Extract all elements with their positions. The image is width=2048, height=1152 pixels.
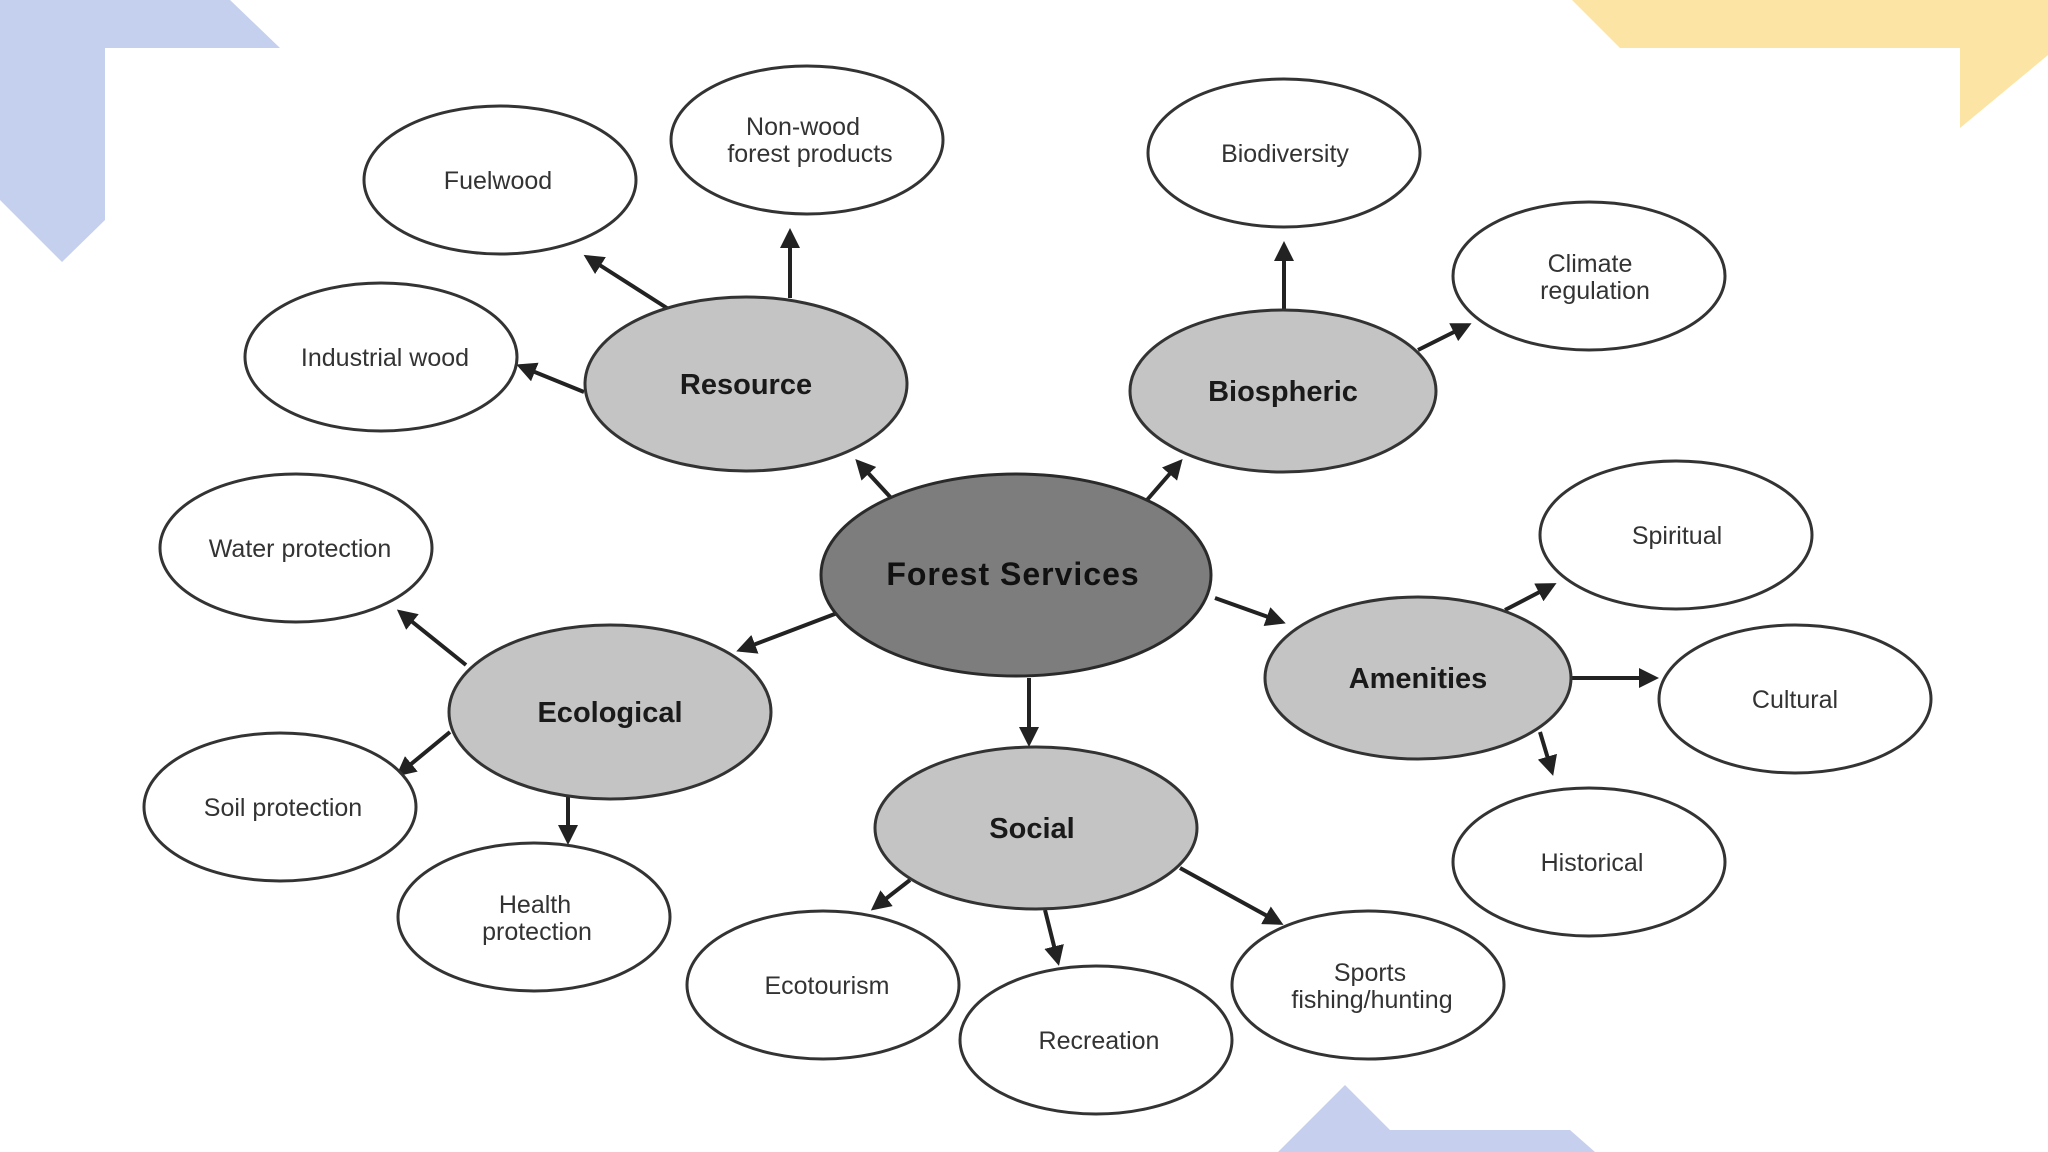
label-non-wood-line-1: Non-wood xyxy=(746,113,860,141)
label-amenities: Amenities xyxy=(1349,663,1488,695)
node-social-ellipse xyxy=(873,745,1199,911)
arrow-social-to-ecotourism xyxy=(870,878,912,911)
node-climate-regulation-ellipse xyxy=(1451,200,1727,352)
node-resource-ellipse xyxy=(583,295,909,473)
node-ecological-ellipse xyxy=(447,623,773,801)
node-fuelwood-ellipse xyxy=(362,104,638,256)
arrow-ecological-to-soil xyxy=(395,730,452,777)
node-sports-ellipse xyxy=(1230,909,1506,1061)
arrow-center-to-resource xyxy=(855,459,895,502)
label-health-line-1: Health xyxy=(499,891,571,919)
leaf-nodes xyxy=(142,64,1933,1116)
label-climate-line-1: Climate xyxy=(1548,250,1633,278)
node-amenities-ellipse xyxy=(1263,595,1573,761)
arrow-social-to-recreation xyxy=(1043,909,1064,966)
diagram-labels: Forest Services Resource Biospheric Ecol… xyxy=(204,113,1838,1055)
label-climate-line-2: regulation xyxy=(1540,277,1650,305)
node-spiritual-ellipse xyxy=(1538,459,1814,611)
node-health-protection-ellipse xyxy=(396,841,672,993)
arrow-amenities-to-spiritual xyxy=(1504,583,1557,612)
label-ecological: Ecological xyxy=(537,697,682,729)
arrow-biospheric-to-climate xyxy=(1417,323,1472,352)
node-historical-ellipse xyxy=(1451,786,1727,938)
corner-decoration-top-right xyxy=(1572,0,2048,128)
corner-decoration-top-left xyxy=(0,0,280,262)
label-ecotourism: Ecotourism xyxy=(764,972,889,1000)
arrow-center-to-biospheric xyxy=(1145,458,1183,502)
node-water-protection-ellipse xyxy=(158,472,434,624)
label-historical: Historical xyxy=(1541,849,1644,877)
category-nodes xyxy=(447,295,1573,911)
label-industrial-wood: Industrial wood xyxy=(301,344,469,372)
node-ecotourism-ellipse xyxy=(685,909,961,1061)
label-biodiversity: Biodiversity xyxy=(1221,140,1349,168)
label-forest-services: Forest Services xyxy=(886,556,1139,592)
label-soil-protection: Soil protection xyxy=(204,794,362,822)
node-industrial-wood-ellipse xyxy=(243,281,519,433)
label-social: Social xyxy=(989,813,1074,845)
corner-decoration-bottom xyxy=(1278,1085,1595,1152)
label-spiritual: Spiritual xyxy=(1632,522,1722,550)
node-cultural-ellipse xyxy=(1657,623,1933,775)
arrow-social-to-sports xyxy=(1179,866,1284,925)
label-sports-line-2: fishing/hunting xyxy=(1291,986,1452,1014)
node-biodiversity-ellipse xyxy=(1146,77,1422,229)
arrow-center-to-amenities xyxy=(1214,596,1286,627)
node-non-wood-ellipse xyxy=(669,64,945,216)
node-forest-services-ellipse xyxy=(819,472,1213,678)
label-sports-line-1: Sports xyxy=(1334,959,1406,987)
label-biospheric: Biospheric xyxy=(1208,376,1358,408)
label-fuelwood: Fuelwood xyxy=(444,167,552,195)
node-recreation-ellipse xyxy=(958,964,1234,1116)
connector-arrows xyxy=(395,228,1659,966)
label-water-protection: Water protection xyxy=(209,535,391,563)
arrow-ecological-to-water xyxy=(396,609,468,667)
arrow-resource-to-fuelwood xyxy=(583,254,672,312)
arrow-amenities-to-historical xyxy=(1537,731,1557,776)
node-biospheric-ellipse xyxy=(1128,308,1438,474)
arrow-resource-to-industrial-wood xyxy=(516,362,585,394)
label-recreation: Recreation xyxy=(1039,1027,1160,1055)
label-non-wood-line-2: forest products xyxy=(727,140,892,168)
label-cultural: Cultural xyxy=(1752,686,1838,714)
node-soil-protection-ellipse xyxy=(142,731,418,883)
arrow-center-to-ecological xyxy=(736,610,841,654)
label-health-line-2: protection xyxy=(482,918,592,946)
label-resource: Resource xyxy=(680,369,812,401)
